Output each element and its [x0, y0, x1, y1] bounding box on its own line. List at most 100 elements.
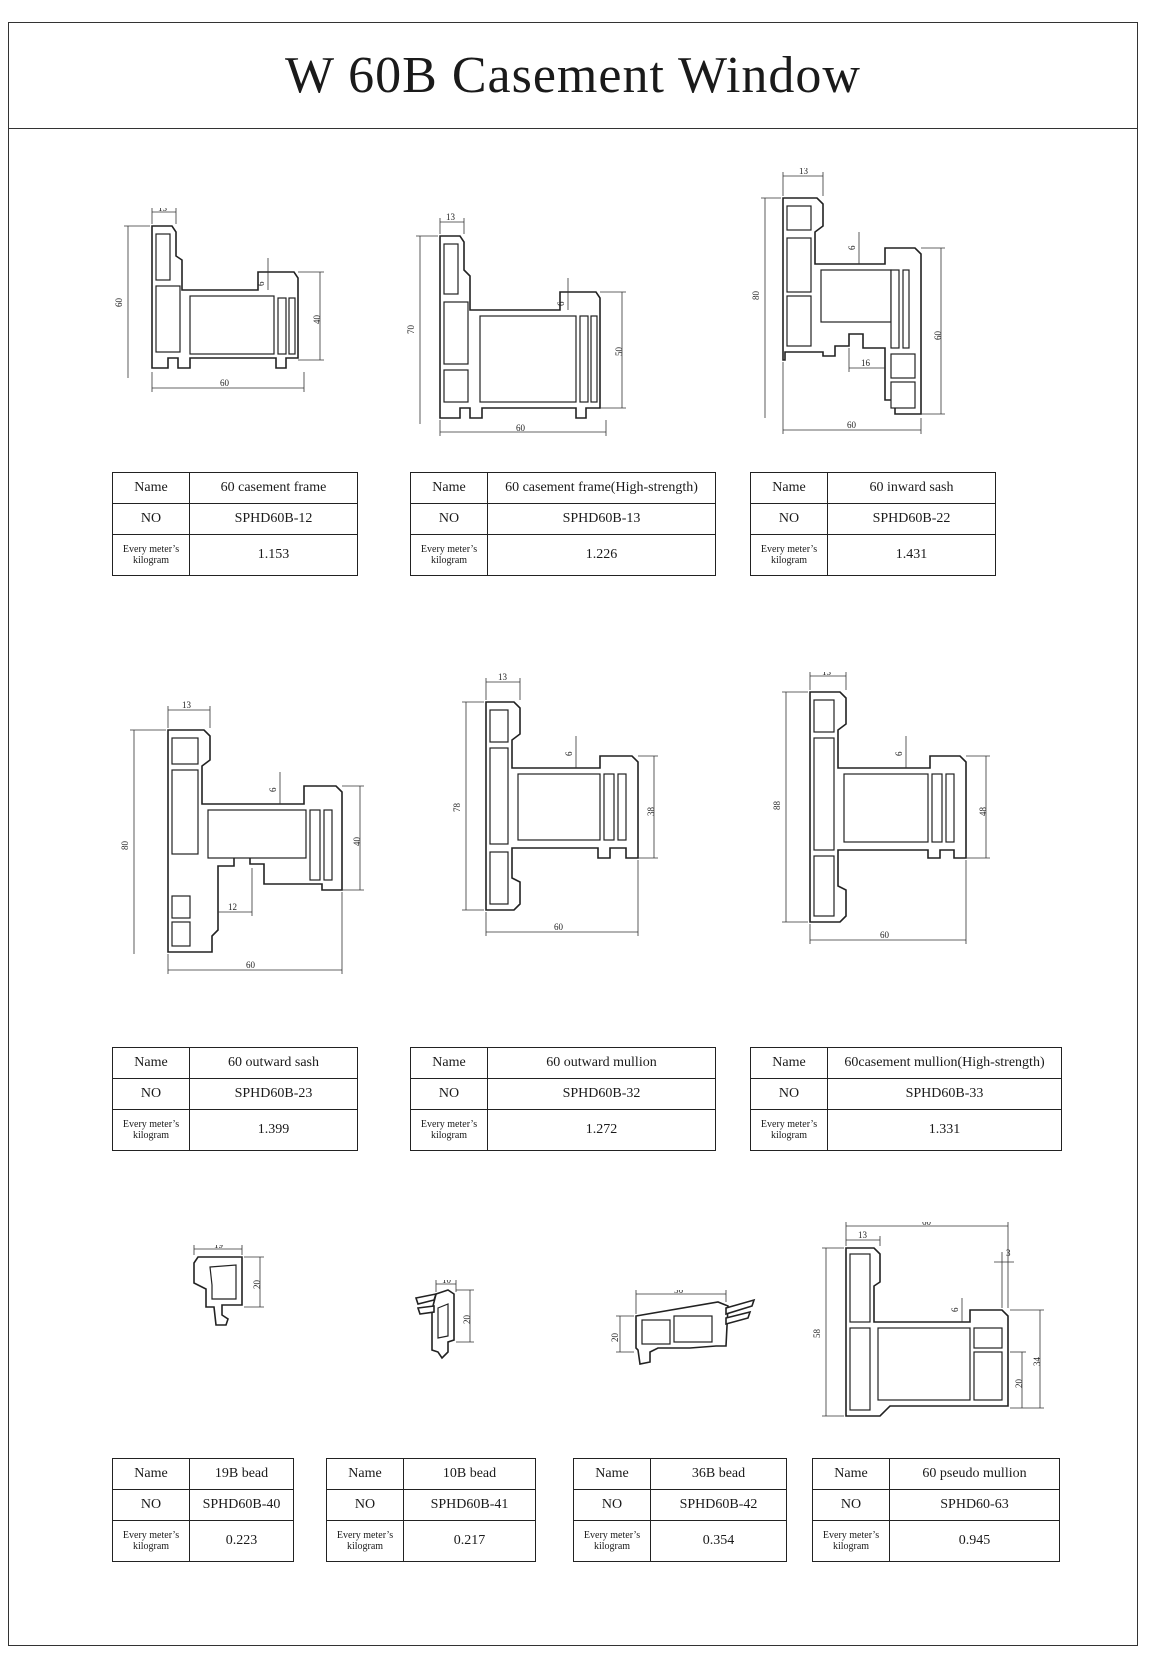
profile-drawing-outward-mullion: 13 78 6 38 60 — [450, 672, 700, 952]
profile-weight: 0.217 — [403, 1520, 536, 1562]
dim-label: 12 — [228, 902, 237, 912]
profile-no: SPHD60B-23 — [189, 1078, 358, 1110]
profile-name: 19B bead — [189, 1458, 294, 1490]
dim-label: 88 — [772, 801, 782, 811]
dim-label: 70 — [406, 325, 416, 335]
dim-label: 60 — [220, 378, 230, 388]
profile-drawing-outward-sash: 13 80 6 40 12 60 — [120, 700, 380, 990]
profile-weight: 0.945 — [889, 1520, 1060, 1562]
dim-label: 20 — [462, 1315, 472, 1325]
dim-label: 20 — [610, 1333, 620, 1343]
dim-label: 40 — [312, 315, 322, 325]
dim-label: 13 — [822, 672, 832, 677]
name-label: Name — [410, 1047, 488, 1079]
name-label: Name — [750, 1047, 828, 1079]
profile-no: SPHD60-63 — [889, 1489, 1060, 1521]
dim-label: 6 — [564, 751, 574, 756]
name-label: Name — [112, 1047, 190, 1079]
profile-drawing-pseudo-mullion: 60 13 3 6 58 34 20 — [810, 1222, 1060, 1422]
profile-name: 60 outward sash — [189, 1047, 358, 1079]
dim-label: 48 — [978, 807, 988, 817]
dim-label: 20 — [252, 1280, 262, 1290]
profile-name: 60 casement frame(High-strength) — [487, 472, 716, 504]
profile-drawing-casement-frame-high-strength: 13 70 6 50 60 — [400, 212, 660, 447]
profile-weight: 1.153 — [189, 534, 358, 576]
name-label: Name — [750, 472, 828, 504]
dim-label: 13 — [182, 700, 192, 710]
dim-label: 13 — [858, 1230, 868, 1240]
profile-drawing-inward-sash: 13 80 6 60 16 60 — [745, 168, 985, 448]
no-label: NO — [410, 503, 488, 535]
profile-drawing-casement-frame: 13 60 6 40 60 — [108, 208, 348, 418]
dim-label: 60 — [880, 930, 890, 940]
dim-label: 16 — [861, 358, 871, 368]
profile-drawing-19b-bead: 19 20 — [180, 1245, 290, 1345]
dim-label: 36 — [674, 1290, 684, 1295]
dim-label: 34 — [1032, 1357, 1042, 1367]
dim-label: 38 — [646, 807, 656, 817]
dim-label: 10 — [442, 1280, 452, 1285]
profile-weight: 1.226 — [487, 534, 716, 576]
profile-drawing-36b-bead: 36 20 — [610, 1290, 770, 1390]
profile-drawing-casement-mullion-high-strength: 13 88 6 48 60 — [770, 672, 1020, 962]
profile-no: SPHD60B-42 — [650, 1489, 787, 1521]
dim-label: 80 — [751, 291, 761, 301]
dim-label: 58 — [812, 1329, 822, 1339]
profile-name: 60casement mullion(High-strength) — [827, 1047, 1062, 1079]
profile-name: 36B bead — [650, 1458, 787, 1490]
profile-no: SPHD60B-33 — [827, 1078, 1062, 1110]
dim-label: 13 — [446, 212, 456, 222]
page-title: W 60B Casement Window — [285, 47, 861, 104]
dim-label: 6 — [556, 301, 566, 306]
name-label: Name — [410, 472, 488, 504]
name-label: Name — [573, 1458, 651, 1490]
dim-label: 80 — [120, 841, 130, 851]
dim-label: 60 — [516, 423, 526, 433]
no-label: NO — [112, 503, 190, 535]
no-label: NO — [112, 1489, 190, 1521]
profile-no: SPHD60B-12 — [189, 503, 358, 535]
profile-no: SPHD60B-40 — [189, 1489, 294, 1521]
profile-no: SPHD60B-32 — [487, 1078, 716, 1110]
dim-label: 60 — [554, 922, 564, 932]
page-frame: W 60B Casement Window — [8, 22, 1138, 1646]
no-label: NO — [326, 1489, 404, 1521]
dim-label: 6 — [950, 1307, 960, 1312]
title-bar: W 60B Casement Window — [9, 23, 1137, 129]
dim-label: 60 — [246, 960, 256, 970]
dim-label: 19 — [214, 1245, 224, 1250]
profile-no: SPHD60B-22 — [827, 503, 996, 535]
no-label: NO — [410, 1078, 488, 1110]
dim-label: 60 — [933, 331, 943, 341]
profile-name: 60 outward mullion — [487, 1047, 716, 1079]
profile-name: 60 pseudo mullion — [889, 1458, 1060, 1490]
profile-no: SPHD60B-41 — [403, 1489, 536, 1521]
no-label: NO — [112, 1078, 190, 1110]
dim-label: 60 — [922, 1222, 932, 1227]
dim-label: 13 — [498, 672, 508, 682]
dim-label: 3 — [1006, 1248, 1011, 1258]
profile-drawing-10b-bead: 10 20 — [408, 1280, 508, 1380]
profile-weight: 0.354 — [650, 1520, 787, 1562]
name-label: Name — [326, 1458, 404, 1490]
dim-label: 13 — [158, 208, 168, 213]
